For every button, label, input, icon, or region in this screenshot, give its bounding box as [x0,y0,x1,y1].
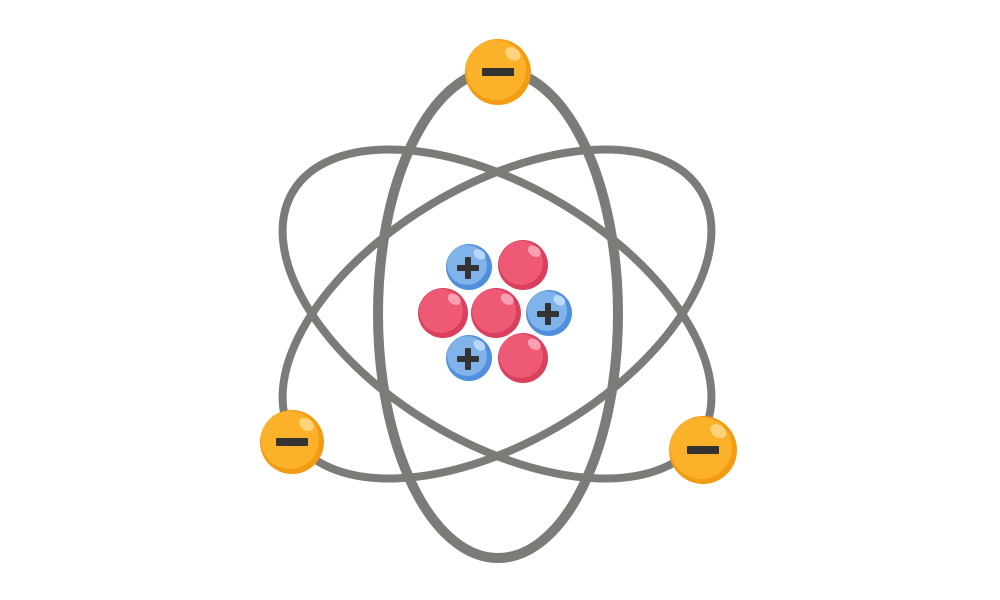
particle-highlight [500,293,514,305]
particle-highlight [473,249,486,260]
electron [260,410,324,474]
proton [446,244,492,290]
proton [526,290,572,336]
electron-highlight [710,424,727,439]
electron [669,416,737,484]
particle-highlight [527,338,541,350]
electron-highlight [505,47,521,61]
neutron [418,288,468,338]
minus-symbol [687,446,719,454]
neutron [498,333,548,383]
particle-highlight [447,293,461,305]
electron-highlight [299,417,314,431]
neutron [471,288,521,338]
electron-group [260,39,737,484]
particle-highlight [553,295,566,306]
electron [465,39,531,105]
plus-symbol-bar [545,303,551,325]
nucleus [418,240,572,383]
neutron [498,240,548,290]
plus-symbol-bar [465,257,471,279]
minus-symbol [482,68,514,76]
plus-symbol-bar [465,348,471,370]
proton [446,335,492,381]
minus-symbol [276,438,308,446]
particle-highlight [527,245,541,257]
particle-highlight [473,340,486,351]
